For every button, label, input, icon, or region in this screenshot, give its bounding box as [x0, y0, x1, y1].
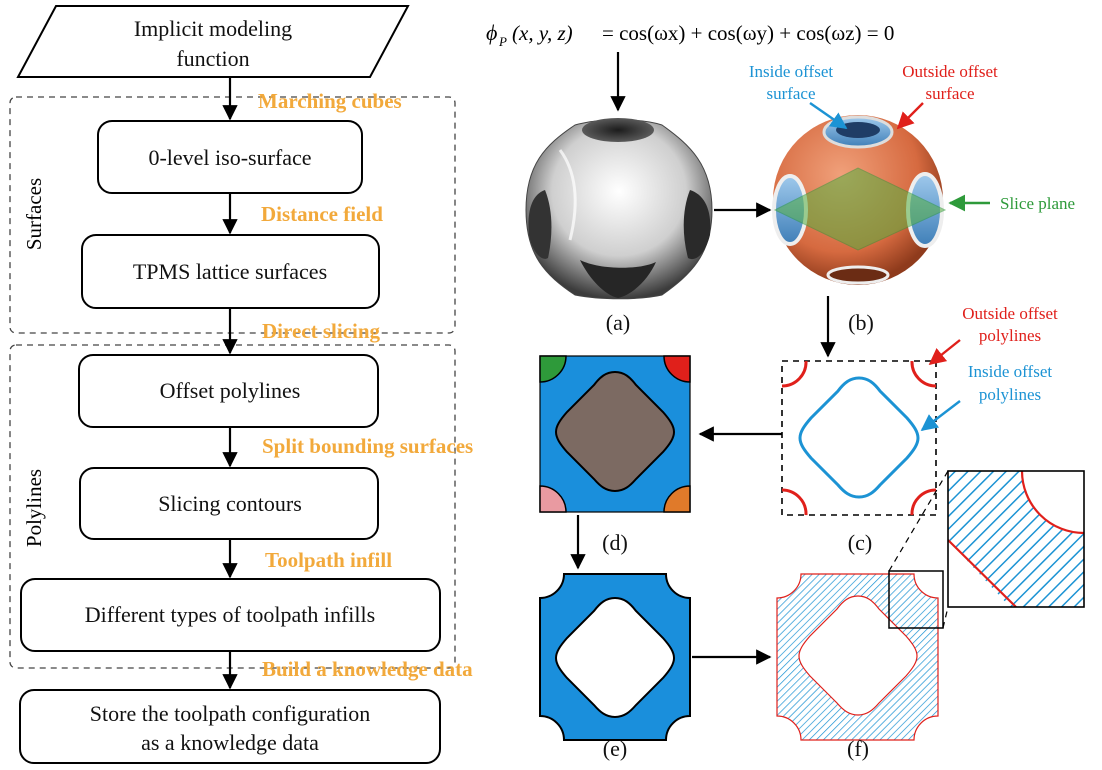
step-box-offset-polylines: [78, 354, 379, 428]
label-inside-polylines-line2: polylines: [979, 385, 1041, 404]
label-inside-polylines-line1: Inside offset: [968, 362, 1052, 381]
arrow-outside-polylines: [928, 339, 961, 366]
zoom-leader-bottom: [942, 606, 949, 629]
label-outside-polylines-line1: Outside offset: [962, 304, 1058, 323]
caption-d: (d): [602, 530, 628, 555]
arrow-inside-polylines: [920, 400, 961, 432]
equation-subscript: P: [498, 34, 507, 49]
zoom-leader-top: [888, 470, 949, 572]
end-box: [19, 689, 441, 764]
transition-knowledge-data: Build a knowledge data: [262, 657, 473, 681]
label-inside-surface-line2: surface: [766, 84, 815, 103]
caption-b: (b): [848, 310, 874, 335]
equation: ϕ P (x, y, z) = cos(ωx) + cos(ωy) + cos(…: [486, 20, 894, 49]
transition-toolpath-infill: Toolpath infill: [265, 548, 392, 572]
label-outside-polylines-line2: polylines: [979, 326, 1041, 345]
transition-split-bounding: Split bounding surfaces: [262, 434, 473, 458]
flowchart: Implicit modeling function Surfaces Poly…: [9, 5, 473, 764]
start-line1: Implicit modeling: [134, 16, 292, 41]
filled-region-diagram: [539, 573, 691, 741]
toolpath-infill-diagram: [776, 570, 944, 741]
transition-direct-slicing: Direct slicing: [262, 319, 381, 343]
start-parallelogram: [16, 5, 410, 78]
equation-rhs: = cos(ωx) + cos(ωy) + cos(ωz) = 0: [602, 21, 894, 45]
group-polylines-label: Polylines: [22, 469, 46, 547]
transition-distance-field: Distance field: [261, 202, 383, 226]
label-outside-surface-line1: Outside offset: [902, 62, 998, 81]
zoom-inset: [947, 470, 1085, 608]
group-surfaces: [9, 96, 456, 334]
group-polylines: [9, 344, 456, 669]
step-label-offset-polylines: Offset polylines: [160, 378, 301, 403]
caption-e: (e): [603, 736, 627, 761]
step-label-toolpath-infills: Different types of toolpath infills: [85, 602, 375, 627]
label-inside-surface-line1: Inside offset: [749, 62, 833, 81]
step-label-iso-surface: 0-level iso-surface: [148, 145, 311, 170]
caption-f: (f): [847, 736, 869, 761]
group-surfaces-label: Surfaces: [22, 178, 46, 250]
bounding-regions-diagram: [539, 355, 691, 513]
label-outside-surface-line2: surface: [925, 84, 974, 103]
step-label-tpms-surfaces: TPMS lattice surfaces: [133, 259, 327, 284]
arrow-inside-surface: [809, 102, 848, 129]
offset-surfaces-render: [772, 115, 947, 285]
primitive-surface-render: [525, 118, 713, 300]
equation-args: (x, y, z): [512, 21, 573, 45]
end-line2: as a knowledge data: [141, 730, 319, 755]
equation-phi: ϕ: [486, 20, 497, 45]
arrow-outside-surface: [896, 102, 924, 130]
label-slice-plane: Slice plane: [1000, 194, 1075, 213]
caption-c: (c): [848, 530, 872, 555]
step-label-slicing-contours: Slicing contours: [158, 491, 302, 516]
polylines-diagram: [781, 360, 937, 516]
transition-marching-cubes: Marching cubes: [258, 89, 402, 113]
caption-a: (a): [606, 310, 630, 335]
start-line2: function: [176, 46, 249, 71]
end-line1: Store the toolpath configuration: [90, 701, 370, 726]
